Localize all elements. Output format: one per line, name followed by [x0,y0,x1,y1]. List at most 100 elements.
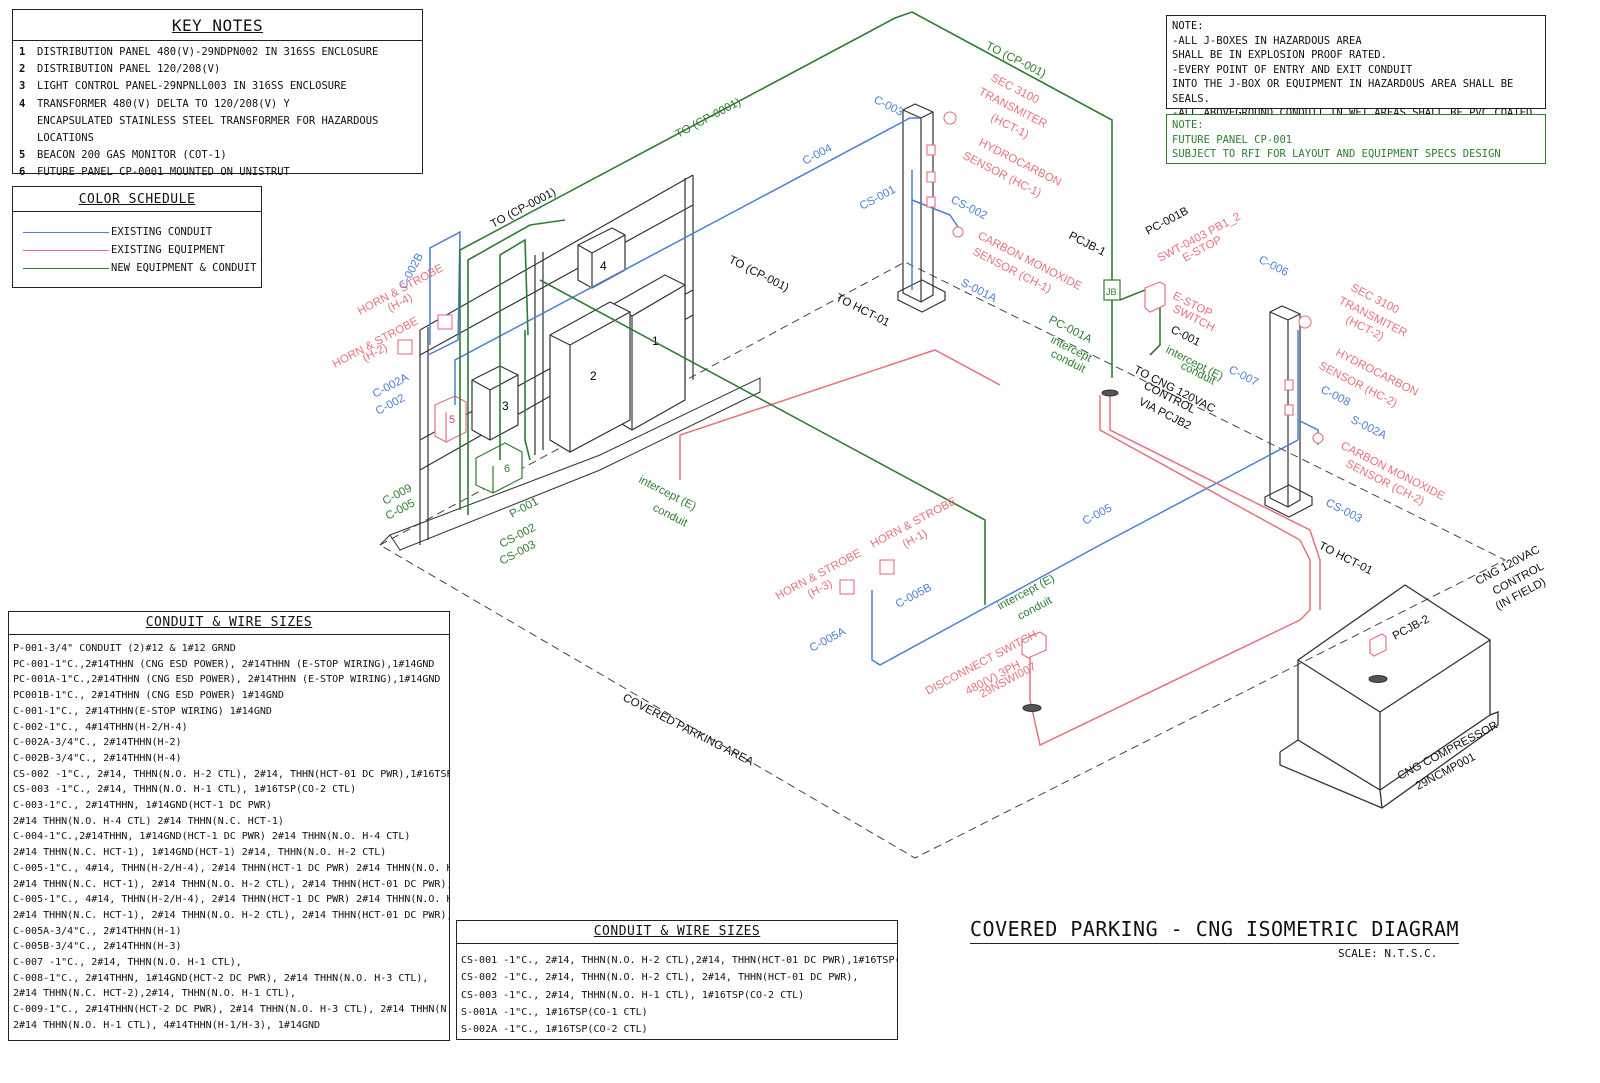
color-schedule-title: COLOR SCHEDULE [13,187,261,212]
c-005-label: C-005 [1081,502,1114,527]
note-line: SUBJECT TO RFI FOR LAYOUT AND EQUIPMENT … [1172,148,1501,160]
wire-spec-line: 2#14 THHN(N.O. H-4 CTL) 2#14 THHN(N.C. H… [13,815,284,827]
c-005b-label: C-005B [894,582,934,611]
c-002a-label: C-002A [371,372,411,401]
wire-spec-line: 2#14 THHN(N.C. HCT-1), 2#14 THHN(N.O. H-… [13,878,449,890]
cs-001-label: CS-001 [858,184,898,213]
key-note-4-sub: ENCAPSULATED STAINLESS STEEL TRANSFORMER… [37,114,379,145]
existing-conduit [427,117,1319,666]
note-line: SHALL BE IN EXPLOSION PROOF RATED. [1172,49,1387,61]
to-hct-01-label-b: TO HCT-01 [1317,540,1375,577]
note-line: NOTE: [1172,119,1204,131]
panel-6-number: 6 [504,463,510,475]
conduit-wire-title-2: CONDUIT & WIRE SIZES [457,921,897,944]
c-006-label: C-006 [1257,254,1290,279]
c-004-label: C-004 [801,142,835,168]
wire-spec-line: 2#14 THHN(N.C. HCT-1), 1#14GND(HCT-1) 2#… [13,847,387,859]
wire-spec-line: CS-003 -1"C., 2#14, THHN(N.O. H-1 CTL), … [13,784,357,796]
to-cp-0001-label-c: TO (CP-0001) [489,186,558,230]
estop-switch [1144,281,1166,313]
c-005a-label: C-005A [808,626,848,655]
legend-label: NEW EQUIPMENT & CONDUIT [111,262,257,274]
wire-spec-line: CS-001 -1"C., 2#14, THHN(N.O. H-2 CTL),2… [461,955,897,966]
p-001-label: P-001 [508,496,541,521]
conduit-wire-title-1: CONDUIT & WIRE SIZES [9,612,449,635]
conduit-wire-sizes-table-2: CONDUIT & WIRE SIZES CS-001 -1"C., 2#14,… [456,920,898,1040]
c-003-label: C-003 [872,94,905,119]
wire-spec-line: 2#14 THHN(N.C. HCT-1), 2#14 THHN(N.O. H-… [13,909,449,921]
wire-spec-line: P-001-3/4" CONDUIT (2)#12 & 1#12 GRND [13,643,236,654]
key-note-text: FUTURE PANEL CP-0001 MOUNTED ON UNISTRUT [37,166,290,179]
key-note-number: 1 [19,46,26,58]
key-note-text: LIGHT CONTROL PANEL-29NPNLL003 IN 316SS … [37,80,347,93]
key-note-6: 6 FUTURE PANEL CP-0001 MOUNTED ON UNISTRU… [13,164,422,181]
covered-parking-outline [378,261,1507,859]
wire-spec-line: CS-003 -1"C., 2#14, THHN(N.O. H-1 CTL), … [461,989,805,1001]
wire-spec-line: C-002B-3/4"C., 2#14THHN(H-4) [13,752,182,764]
panel-5-number: 5 [449,414,455,426]
key-note-number: 3 [19,80,26,93]
pc-001b-label: PC-001B [1144,205,1191,238]
panel-2 [549,301,631,453]
hazard-note-box: NOTE: -ALL J-BOXES IN HAZARDOUS AREA SHA… [1166,15,1546,134]
wire-spec-line: CS-002 -1"C., 2#14, THHN(N.O. H-2 CTL), … [13,768,449,780]
pcjb-2-label: PCJB-2 [1391,613,1432,642]
color-schedule-box: COLOR SCHEDULE EXISTING CONDUIT EXISTING… [12,186,262,288]
wire-spec-line: C-002A-3/4"C., 2#14THHN(H-2) [13,737,182,749]
legend-label: EXISTING EQUIPMENT [111,244,225,256]
disconnect-switch [1021,631,1047,659]
wire-spec-line: C-003-1"C., 2#14THHN, 1#14GND(HCT-1 DC P… [13,800,272,812]
key-note-text: TRANSFORMER 480(V) DELTA TO 120/208(V) Y [37,97,290,110]
diagram-scale: SCALE: N.T.S.C. [1338,947,1438,960]
wire-spec-line: C-008-1"C., 2#14THHN, 1#14GND(HCT-2 DC P… [13,972,429,984]
equipment-platform [379,377,761,551]
legend-swatch [23,268,109,269]
covered-parking-label: COVERED PARKING AREA [621,692,756,769]
pcjb2-box [1369,633,1387,657]
note-line: -EVERY POINT OF ENTRY AND EXIT CONDUIT [1172,63,1413,76]
cng-compressor [1279,584,1499,809]
note-line: -ALL J-BOXES IN HAZARDOUS AREA [1172,34,1362,47]
legend-label: EXISTING CONDUIT [111,226,213,238]
wire-spec-line: 2#14 THHN(N.C. HCT-2),2#14, THHN(N.O. H-… [13,988,296,1000]
conduit-wire-sizes-table-1: CONDUIT & WIRE SIZES P-001-3/4" CONDUIT … [8,611,450,1041]
sensor-devices [397,111,1324,595]
key-note-number: 6 [19,166,26,179]
legend-existing-equipment: EXISTING EQUIPMENT [13,242,261,260]
panel-3-number: 3 [502,399,509,413]
panel-4-transformer [577,227,626,289]
key-note-number: 4 [19,97,26,110]
key-note-4: 4 TRANSFORMER 480(V) DELTA TO 120/208(V) … [13,96,422,113]
wire-spec-line: PC-001-1"C.,2#14THHN (CNG ESD POWER), 2#… [13,658,435,670]
future-panel-note-box: NOTE: FUTURE PANEL CP-001 SUBJECT TO RFI… [1166,114,1546,164]
wire-spec-line: C-005A-3/4"C., 2#14THHN(H-1) [13,925,182,937]
wire-spec-line: PC001B-1"C., 2#14THHN (CNG ESD POWER) 1#… [13,690,284,702]
legend-swatch [23,250,109,251]
note-line: NOTE: [1172,20,1204,32]
cs-003-right-label: CS-003 [1324,497,1364,525]
panel-2-number: 2 [590,369,597,383]
wire-spec-line: C-004-1"C.,2#14THHN, 1#14GND(HCT-1 DC PW… [13,831,411,843]
key-note-3: 3 LIGHT CONTROL PANEL-29NPNLL003 IN 316SS… [13,78,422,95]
legend-new-equipment: NEW EQUIPMENT & CONDUIT [13,260,261,278]
diagram-title: COVERED PARKING - CNG ISOMETRIC DIAGRAM [970,917,1460,944]
legend-swatch [23,232,109,233]
key-note-text: BEACON 200 GAS MONITOR (COT-1) [37,149,227,162]
jb-box-pcjb1 [1103,279,1121,301]
wire-spec-line: 2#14 THHN(N.O. H-1 CTL), 4#14THHN(H-1/H-… [13,1019,321,1031]
sensor-pole-1 [897,103,946,313]
wire-spec-line: C-009-1"C., 2#14THHN(HCT-2 DC PWR), 2#14… [13,1004,449,1016]
wire-spec-line: C-005-1"C., 4#14, THHN(H-2/H-4), 2#14 TH… [13,862,449,874]
c-007-label: C-007 [1227,364,1260,389]
ground-pads [1022,389,1388,712]
to-hct-01-label-a: TO HCT-01 [834,292,892,329]
note-line: FUTURE PANEL CP-001 [1172,133,1293,146]
to-cp-001-label-d: TO (CP-001) [727,254,791,295]
wire-spec-line: C-007 -1"C., 2#14, THHN(N.O. H-1 CTL), [13,957,242,969]
s-002a-label: S-002A [1349,414,1389,442]
